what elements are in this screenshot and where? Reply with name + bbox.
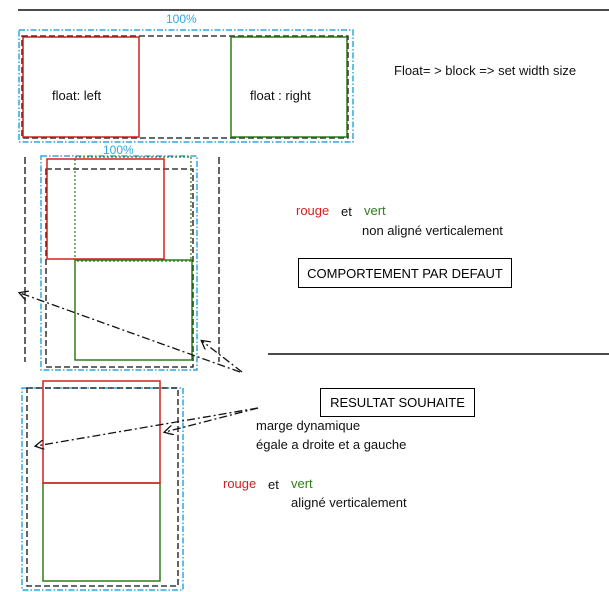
arrow-to-bottom-left-margin [36,407,259,446]
top-inner-dashed-box [21,35,349,139]
arrow-to-bottom-right-margin [165,407,259,432]
et-label-1: et [341,204,352,219]
marge-dynamique-text: marge dynamique [256,418,361,433]
vert-label-2: vert [291,476,313,491]
arrow-to-mid-left-margin [20,293,241,373]
bottom-inner-dashed-box [26,387,179,587]
float-right-green-box [230,36,348,138]
float-right-label: float : right [250,88,311,103]
mid-green-dotted-outline [74,156,192,262]
resultat-souhaite-box: RESULTAT SOUHAITE [320,388,475,417]
vert-label-1: vert [364,203,386,218]
aligne-text: aligné verticalement [291,495,407,510]
arrow-to-mid-right-margin [202,341,243,373]
float-left-label: float: left [52,88,102,103]
bottom-green-box [42,482,161,582]
mid-blue-container-100-percent [40,155,198,371]
mid-inner-dashed-box [45,168,194,368]
top-percent-label: 100% [166,12,197,26]
et-label-2: et [268,477,279,492]
top-container-100-percent [18,29,354,143]
mid-red-box [46,158,165,260]
mid-percent-label: 100% [103,143,134,157]
mid-green-box [74,259,193,361]
float-left-red-box [22,36,140,138]
non-aligne-text: non aligné verticalement [362,223,503,238]
comportement-par-defaut-box: COMPORTEMENT PAR DEFAUT [298,258,512,288]
float-note-text: Float= > block => set width size [394,63,577,78]
rouge-label-1: rouge [296,203,330,218]
rouge-label-2: rouge [223,476,257,491]
bottom-blue-container [21,387,184,591]
bottom-red-box [42,380,161,484]
egale-text: égale a droite et a gauche [256,437,407,452]
